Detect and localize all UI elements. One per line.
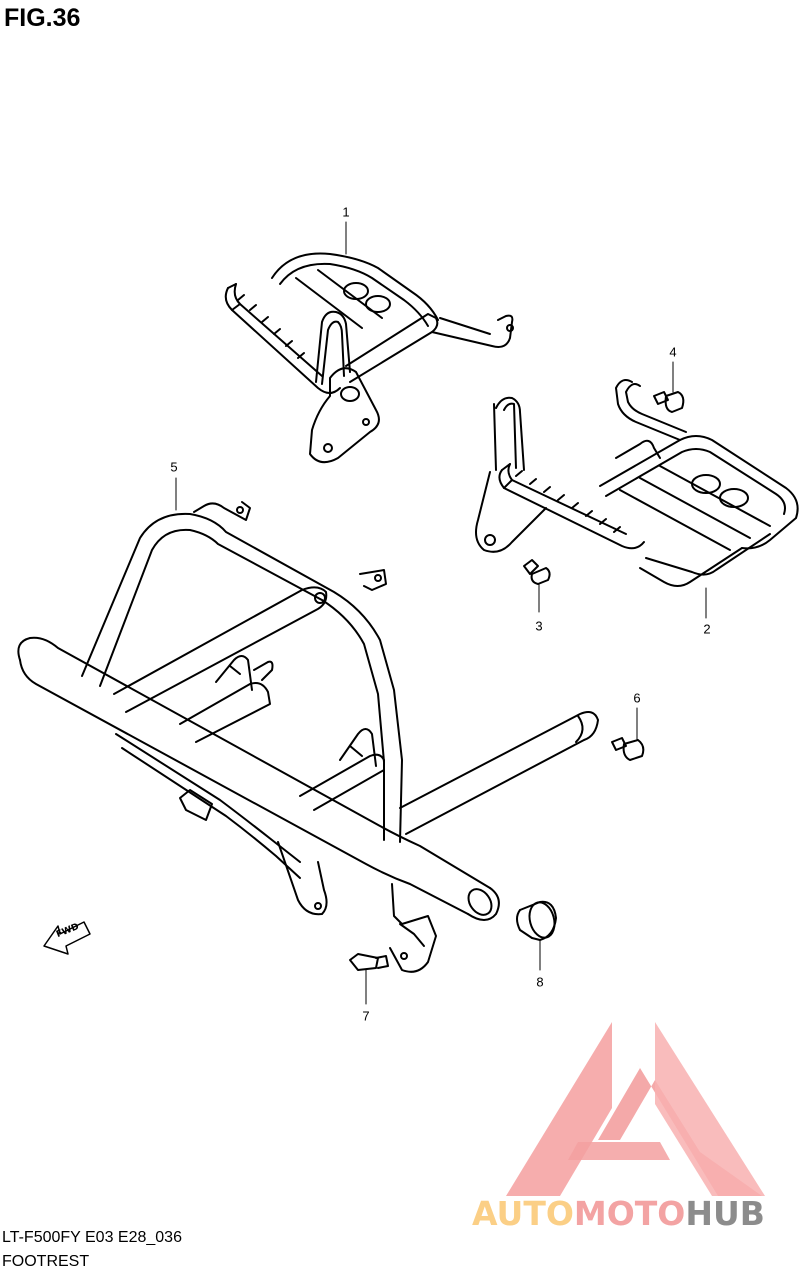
part-8-cap-icon <box>516 900 557 971</box>
watermark-part-1: AUTO <box>472 1194 574 1233</box>
part-2-right-footrest <box>475 379 799 587</box>
callout-6: 6 <box>633 690 641 706</box>
part-1-left-footrest <box>224 252 514 464</box>
callout-1: 1 <box>342 204 350 220</box>
callout-2: 2 <box>703 621 711 637</box>
part-6-bolt-icon <box>611 707 645 761</box>
callout-4: 4 <box>669 344 677 360</box>
part-4-bolt-icon <box>653 361 685 413</box>
callout-7: 7 <box>362 1008 370 1024</box>
part-3-bolt-icon <box>523 559 551 613</box>
callout-8: 8 <box>536 974 544 990</box>
watermark-part-3: HUB <box>685 1194 765 1233</box>
watermark-logo-icon <box>506 1022 765 1196</box>
part-7-bolt-icon <box>349 953 389 1005</box>
leader-lines <box>175 221 707 619</box>
section-name: FOOTREST <box>2 1253 90 1270</box>
model-code: LT-F500FY E03 E28_036 <box>2 1229 182 1246</box>
figure-title: FIG.36 <box>4 4 81 32</box>
watermark-part-2: MOTO <box>573 1194 686 1233</box>
callout-3: 3 <box>535 618 543 634</box>
fwd-arrow-icon <box>43 921 91 955</box>
watermark-text: AUTOMOTOHUB <box>472 1194 765 1233</box>
part-5-footrest-frame <box>17 501 599 973</box>
callout-5: 5 <box>170 459 178 475</box>
